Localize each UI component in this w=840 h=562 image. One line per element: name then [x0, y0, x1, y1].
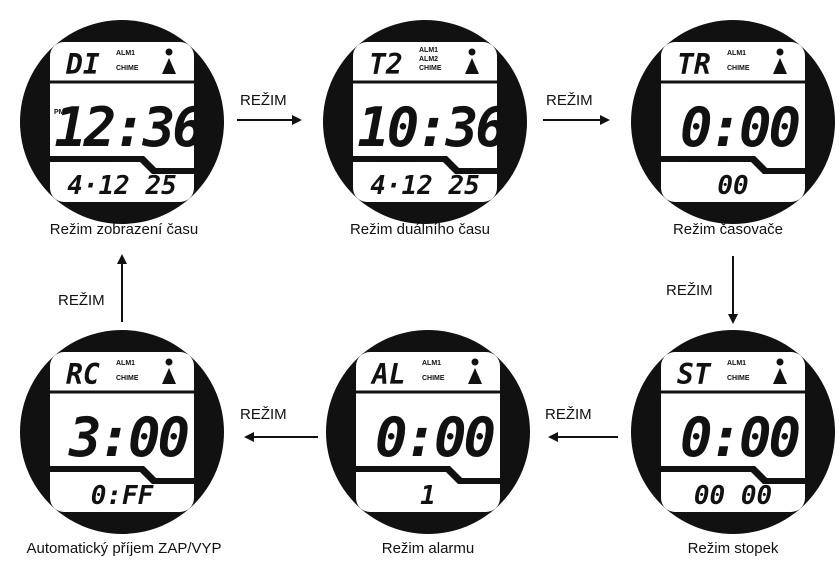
month-date-label: Month Date [386, 467, 416, 473]
pm-indicator: PM [54, 109, 65, 116]
watch-caption: Automatický příjem ZAP/VYP [26, 540, 221, 557]
person-icon [773, 58, 787, 74]
month-date-label: Month Date [691, 467, 721, 473]
indicator-tag: ALM2 [419, 56, 438, 63]
mode-code: DI [65, 48, 100, 81]
indicator-tag: CHIME [419, 65, 442, 72]
main-display: 0:00 [680, 96, 800, 159]
lcd-divider-bottom [356, 466, 500, 484]
arrow-label-5: REŽIM [240, 406, 287, 423]
indicator-tag: CHIME [727, 65, 750, 72]
lcd-divider-bottom [353, 156, 497, 174]
month-date-label: Month Date [691, 157, 721, 163]
mode-code: AL [370, 358, 406, 391]
bottom-display: 00 00 [694, 481, 772, 511]
bottom-display: 4·12 25 [370, 171, 480, 201]
mode-code: TR [677, 48, 711, 81]
person-icon-head [165, 48, 173, 56]
mode-code: T2 [369, 48, 403, 81]
mode-code: RC [66, 358, 100, 391]
month-date-label: Month Date [383, 157, 413, 163]
lcd-divider-bottom [50, 156, 194, 174]
main-display: 0:00 [680, 406, 800, 469]
person-icon [773, 368, 787, 384]
watch-caption: Režim časovače [673, 221, 783, 238]
indicator-tag: ALM1 [116, 360, 135, 367]
arrow-label-4: REŽIM [545, 406, 592, 423]
mode-code: ST [677, 358, 712, 391]
watch-caption: Režim alarmu [382, 540, 475, 557]
person-icon-head [776, 48, 784, 56]
indicator-tag: ALM1 [422, 360, 441, 367]
person-icon-head [471, 358, 479, 366]
person-icon-head [776, 358, 784, 366]
watch-caption: Režim stopek [688, 540, 779, 557]
watch-caption: Režim zobrazení času [50, 221, 198, 238]
main-display: 3:00 [68, 406, 189, 469]
indicator-tag: ALM1 [116, 50, 135, 57]
indicator-tag: ALM1 [419, 47, 438, 54]
lcd-divider-bottom [50, 466, 194, 484]
month-date-label: Month Date [80, 467, 110, 473]
arrow-label-1: REŽIM [240, 92, 287, 109]
person-icon [465, 58, 479, 74]
lcd-divider-bottom [661, 466, 805, 484]
bottom-display: 4·12 25 [67, 171, 177, 201]
person-icon [162, 58, 176, 74]
indicator-tag: CHIME [422, 375, 445, 382]
person-icon-head [165, 358, 173, 366]
arrow-label-3: REŽIM [666, 282, 713, 299]
bottom-display: 00 [717, 171, 748, 201]
main-display: 0:00 [375, 406, 495, 469]
person-icon-head [468, 48, 476, 56]
indicator-tag: CHIME [116, 375, 139, 382]
person-icon [162, 368, 176, 384]
lcd-divider-bottom [661, 156, 805, 174]
person-icon [468, 368, 482, 384]
indicator-tag: ALM1 [727, 50, 746, 57]
arrow-label-2: REŽIM [546, 92, 593, 109]
indicator-tag: CHIME [116, 65, 139, 72]
bottom-display: 1 [420, 481, 436, 511]
main-display: 10:36 [357, 96, 506, 159]
month-date-label: Month Date [80, 157, 110, 163]
indicator-tag: ALM1 [727, 360, 746, 367]
bottom-display: 0:FF [91, 481, 155, 511]
watch-caption: Režim duálního času [350, 221, 490, 238]
main-display: 12:36 [54, 96, 203, 159]
arrow-label-6: REŽIM [58, 292, 105, 309]
indicator-tag: CHIME [727, 375, 750, 382]
